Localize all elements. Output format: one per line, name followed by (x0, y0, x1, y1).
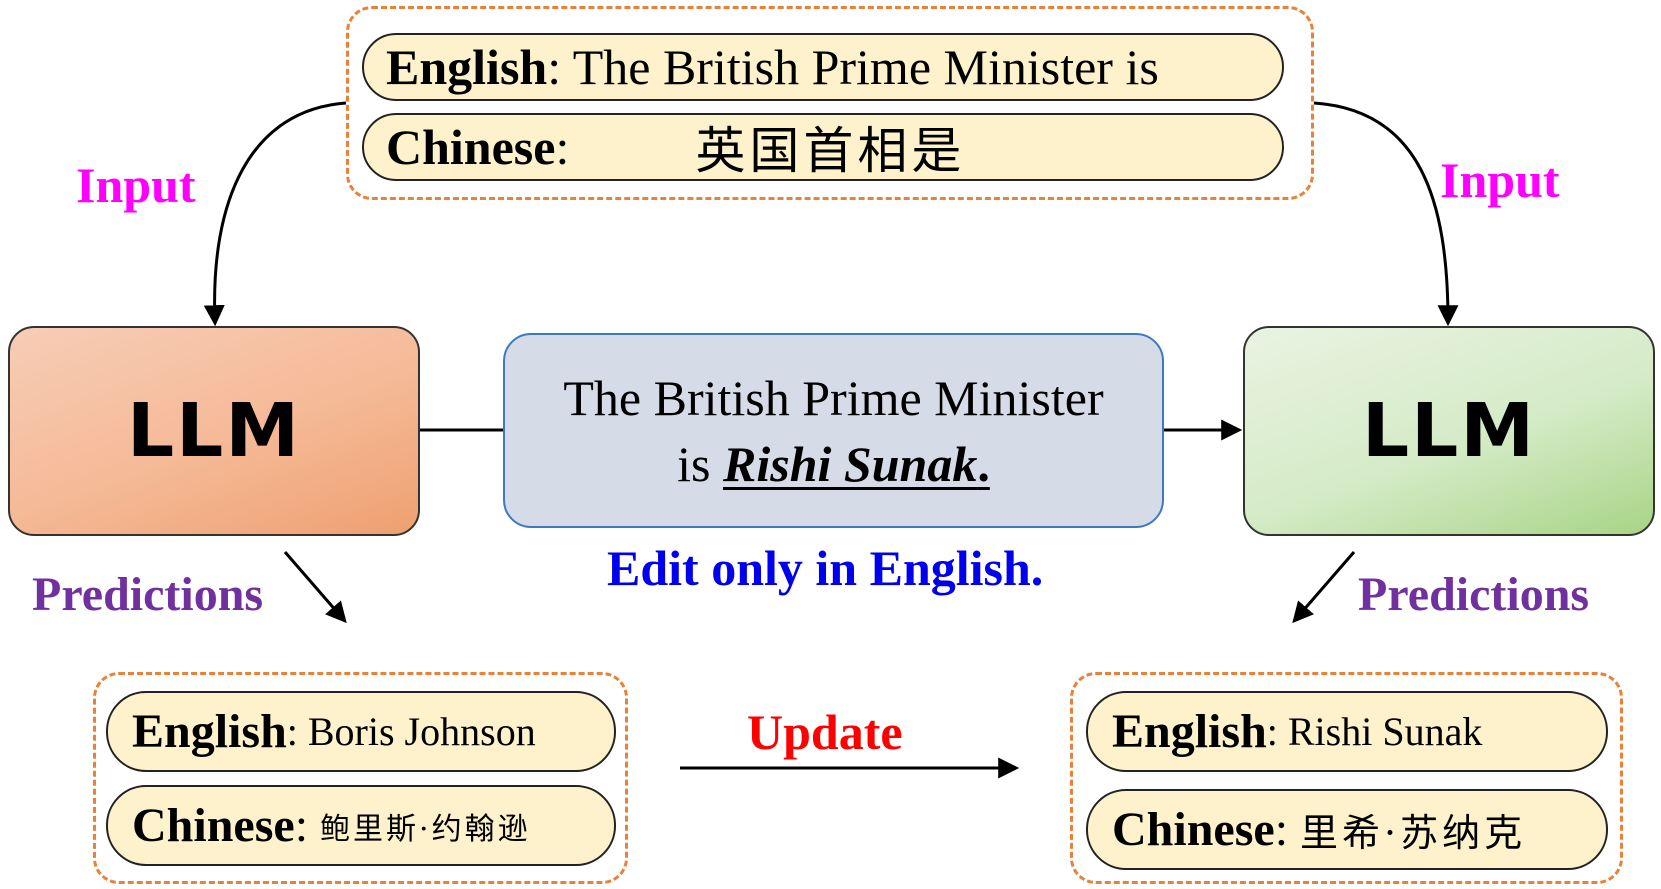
llm-box-after: LLM (1243, 326, 1655, 536)
edit-line-1: The British Prime Minister (563, 369, 1104, 426)
input-label-left: Input (76, 157, 196, 213)
edit-line-2: is Rishi Sunak. (677, 431, 990, 497)
arrow-predictions-left (283, 551, 347, 624)
predictions-label-right: Predictions (1358, 568, 1590, 621)
arrow-input-left (203, 101, 347, 327)
pred-after-chinese-pill: Chinese : 里希·苏纳克 (1086, 789, 1608, 870)
pred-before-chinese-pill: Chinese : 鲍里斯·约翰逊 (106, 785, 616, 866)
pred-after-english-label: English (1112, 705, 1267, 758)
pred-before-english-text: : Boris Johnson (286, 709, 536, 754)
pred-before-chinese-sep: : (294, 799, 309, 852)
edit-answer-period: . (977, 435, 990, 492)
english-label: English (386, 39, 548, 95)
chinese-sep: : (555, 119, 570, 175)
pred-after-chinese-text: 里希·苏纳克 (1300, 811, 1527, 855)
arrow-input-right (1313, 101, 1459, 327)
english-prompt: : The British Prime Minister is (547, 39, 1159, 95)
predictions-after-group (1070, 672, 1623, 884)
edit-line-2-prefix: is (677, 435, 724, 492)
chinese-prompt: 英国首相是 (695, 122, 966, 180)
input-label-right: Input (1440, 152, 1560, 208)
pred-after-english-pill: English : Rishi Sunak (1086, 691, 1608, 772)
edit-note: Edit only in English. (607, 540, 1044, 596)
chinese-label: Chinese (386, 119, 556, 175)
pred-before-english-pill: English : Boris Johnson (106, 691, 616, 772)
input-chinese-pill: Chinese : 英国首相是 (362, 113, 1284, 181)
input-english-pill: English : The British Prime Minister is (362, 33, 1284, 101)
arrow-predictions-right (1292, 551, 1356, 624)
pred-before-english-label: English (132, 705, 287, 758)
pred-after-chinese-label: Chinese (1112, 803, 1275, 856)
edit-box: The British Prime Minister is Rishi Suna… (503, 333, 1164, 528)
predictions-before-group (93, 672, 628, 884)
predictions-label-left: Predictions (32, 568, 264, 621)
pred-before-chinese-label: Chinese (132, 799, 295, 852)
pred-before-chinese-text: 鲍里斯·约翰逊 (320, 811, 531, 847)
llm-box-before: LLM (8, 326, 420, 536)
pred-after-english-text: : Rishi Sunak (1266, 709, 1483, 754)
edit-answer-text: Rishi Sunak (723, 435, 978, 492)
edit-answer: Rishi Sunak. (723, 436, 990, 492)
pred-after-chinese-sep: : (1274, 803, 1289, 856)
input-group (346, 6, 1314, 200)
update-label: Update (747, 704, 903, 760)
